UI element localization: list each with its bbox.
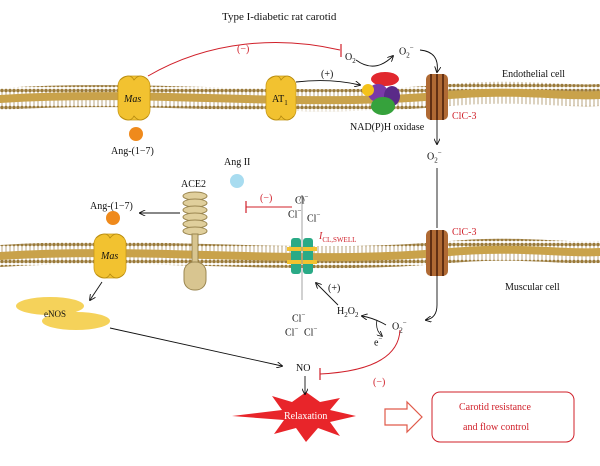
chloride-label-5: Cl− — [285, 325, 299, 339]
endothelial-cell-label: Endothelial cell — [502, 69, 566, 80]
at1-label: AT1 — [272, 94, 288, 107]
ang17-label-bottom: Ang-(1−7) — [90, 201, 133, 212]
electron-arrow — [376, 319, 382, 336]
clc3-label-bottom: ClC-3 — [452, 227, 477, 238]
mas-receptor-muscular — [93, 233, 127, 279]
outcome-arrow — [384, 400, 423, 434]
ang2-label: Ang II — [224, 157, 251, 168]
outcome-box — [431, 391, 575, 443]
h2o2-label: H2O2 — [337, 306, 359, 319]
nadph-oxidase-label: NAD(P)H oxidase — [350, 122, 425, 133]
at1-activation-arrow — [295, 80, 360, 85]
mas-receptor-endothelial — [117, 75, 151, 121]
o2-conversion-arrow — [355, 56, 393, 67]
ang17-dot-bottom — [106, 211, 120, 225]
superoxide-label-bottom: O2− — [392, 319, 407, 335]
enos-no-arrow — [109, 327, 282, 366]
outcome-line-1: Carotid resistance — [459, 402, 531, 413]
endothelial-membrane — [0, 81, 600, 112]
nadph-oxidase — [362, 72, 400, 115]
ang2-dot — [230, 174, 244, 188]
inhibit-mas-o2-line — [147, 42, 341, 77]
superoxide-in-muscle-arrow — [426, 276, 438, 320]
ang17-label-top: Ang-(1−7) — [111, 146, 154, 157]
chloride-label-2: Cl− — [288, 207, 302, 221]
inhibit-sign-top: (−) — [237, 44, 250, 55]
activate-sign-h2o2: (+) — [328, 283, 341, 294]
relaxation-label: Relaxation — [284, 411, 328, 422]
activate-sign-at1: (+) — [321, 69, 334, 80]
h2o2-channel-arrow — [316, 283, 339, 306]
diagram-title: Type I-diabetic rat carotid — [222, 11, 337, 23]
clc3-label-top: ClC-3 — [452, 111, 477, 122]
mas-enos-arrow — [90, 281, 103, 300]
mas-label-bottom: Mas — [101, 251, 119, 262]
superoxide-flow-top — [419, 49, 437, 72]
at1-receptor — [265, 75, 297, 121]
relaxation-burst — [232, 392, 356, 442]
enos-enzyme — [16, 297, 110, 330]
electron-label: e− — [374, 335, 383, 349]
superoxide-label-top: O2− — [399, 44, 414, 60]
mas-label-top: Mas — [124, 94, 142, 105]
chloride-label-4: Cl− — [292, 311, 306, 325]
clc3-channel-top — [426, 74, 448, 120]
outcome-line-2: and flow control — [463, 422, 530, 433]
enos-label: eNOS — [44, 309, 66, 319]
chloride-label-3: Cl− — [307, 211, 321, 225]
chloride-label-6: Cl− — [304, 325, 318, 339]
icl-swell-label: ICL,SWELL — [319, 231, 357, 244]
inhibit-sign-ang2: (−) — [260, 193, 273, 204]
ace2-enzyme — [182, 191, 208, 291]
no-label: NO — [296, 363, 311, 374]
superoxide-h2o2-arrow — [362, 316, 387, 326]
inhibit-sign-no: (−) — [373, 377, 386, 388]
chloride-label-1: Cl− — [295, 193, 309, 207]
ang17-dot-top — [129, 127, 143, 141]
clc3-channel-bottom — [426, 230, 448, 276]
muscular-cell-label: Muscular cell — [505, 282, 560, 293]
ace2-label: ACE2 — [181, 179, 206, 190]
o2-label: O2 — [345, 52, 356, 65]
inhibit-superoxide-no-line — [319, 329, 401, 375]
superoxide-label-mid: O2− — [427, 149, 442, 165]
